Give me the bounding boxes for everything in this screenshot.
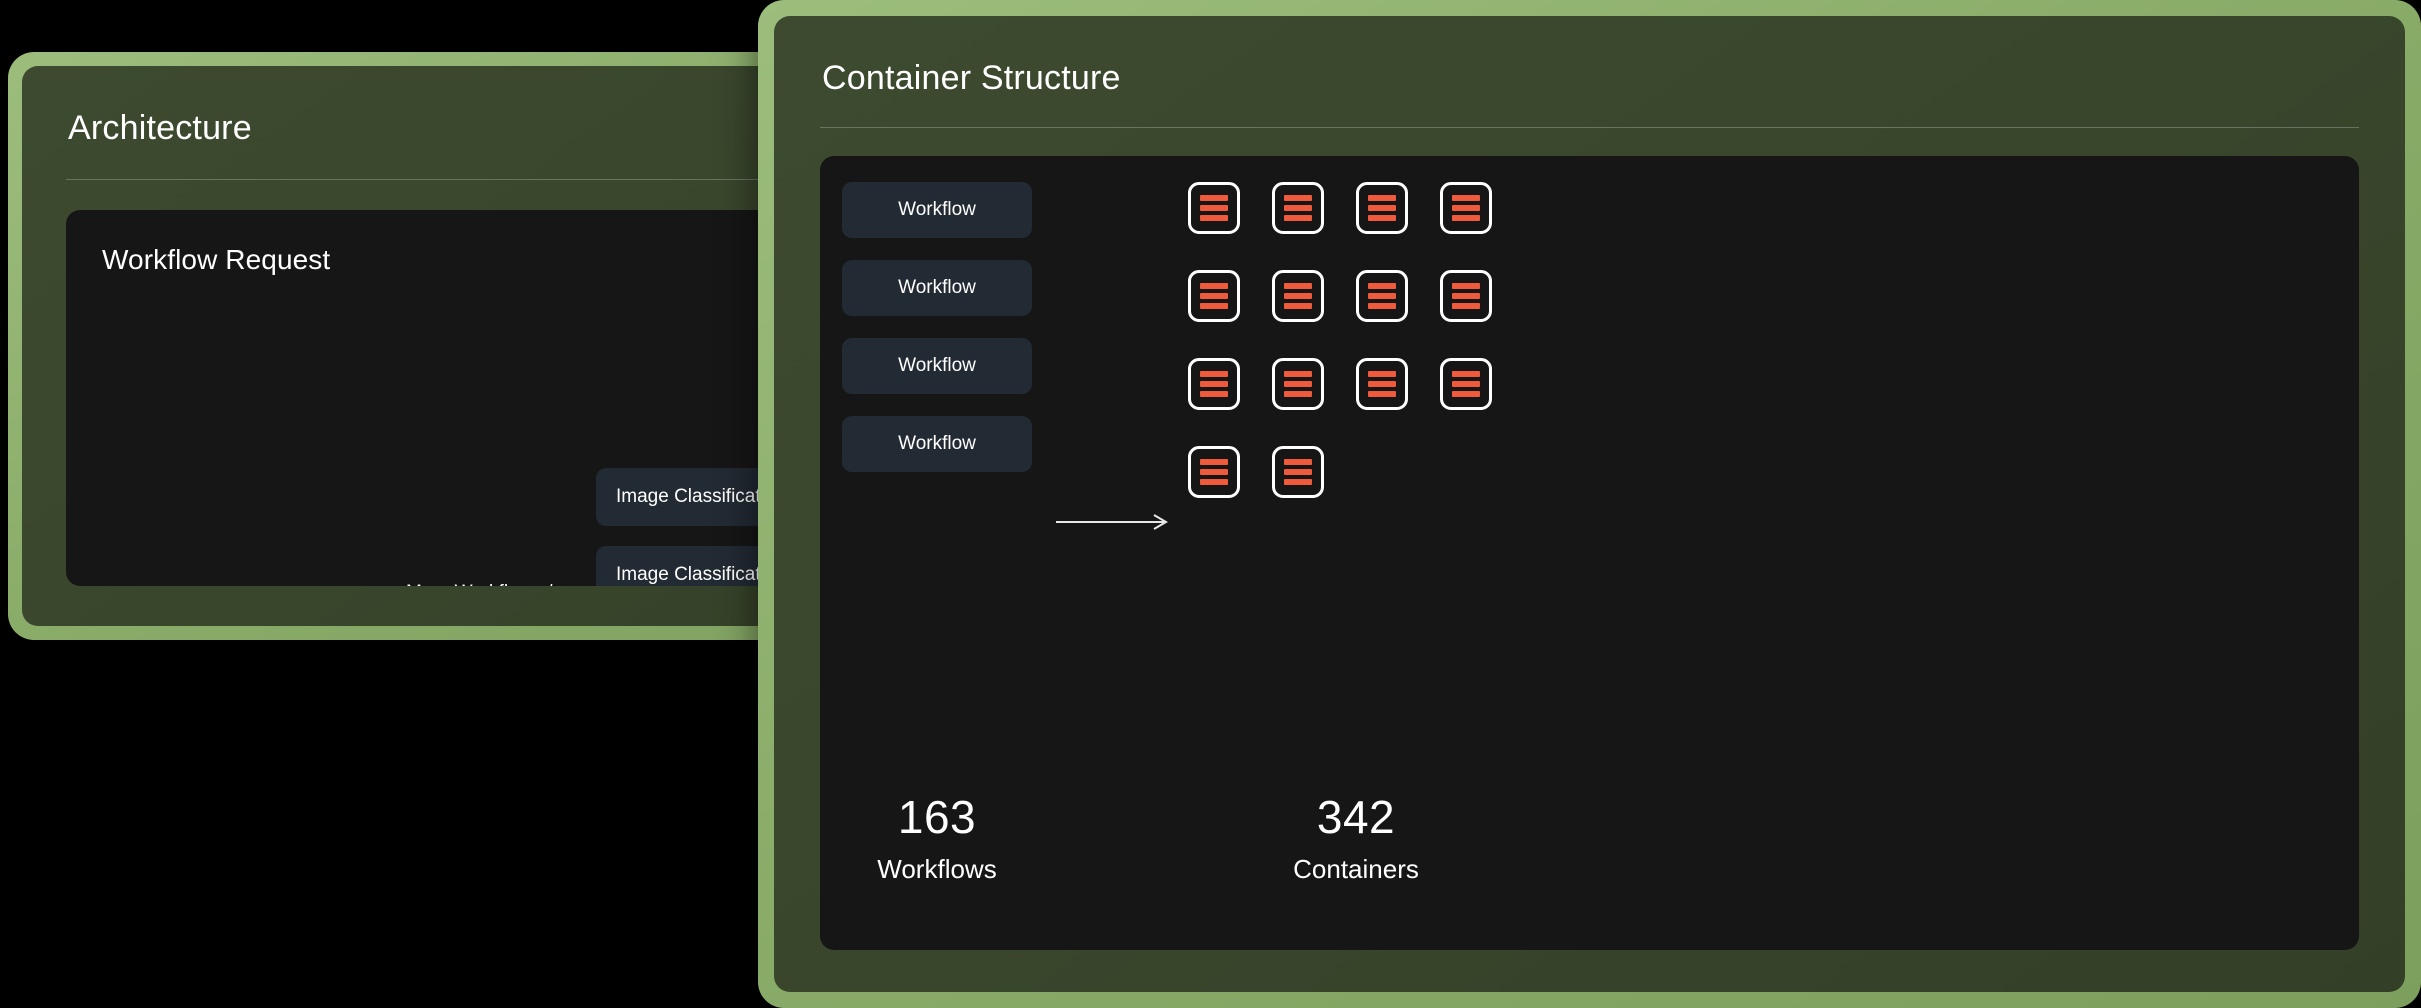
container-stack-icon[interactable] [1188,358,1240,411]
container-structure-stage: Workflow Workflow Workflow Workflow 163 [820,156,2359,950]
container-bar [1368,283,1396,290]
container-bar [1200,215,1228,222]
container-stack-icon[interactable] [1440,358,1492,411]
container-stack-icon[interactable] [1440,270,1492,323]
stat-workflows-label: Workflows [877,854,997,884]
chip-workflow[interactable]: Workflow [842,338,1032,395]
container-grid-cell [1440,182,1524,260]
container-grid-cell [1272,358,1356,436]
stat-workflows: 163 Workflows [842,794,1032,882]
container-bar [1284,205,1312,212]
container-grid-cell [1272,182,1356,260]
flow-note: More Workflows / More Throughput [406,580,586,586]
container-bar [1452,391,1480,398]
container-grid-cell [1188,358,1272,436]
container-bar [1452,303,1480,310]
container-grid-cell [1440,270,1524,348]
container-grid-cell [1272,446,1356,524]
container-bar [1200,479,1228,486]
container-bar [1284,459,1312,466]
container-grid-cell [1440,358,1524,436]
container-bar [1368,215,1396,222]
title-divider [820,127,2359,129]
container-bar [1368,293,1396,300]
chip-workflow[interactable]: Workflow [842,416,1032,473]
container-stack-icon[interactable] [1356,182,1408,235]
container-bar [1200,459,1228,466]
chip-workflow[interactable]: Workflow [842,182,1032,239]
container-stack-icon[interactable] [1188,270,1240,323]
container-bar [1284,371,1312,378]
container-bar [1452,195,1480,202]
flow-note-line-1: More Workflows / [406,580,586,586]
container-bar [1200,381,1228,388]
container-bar [1200,205,1228,212]
page-title: Architecture [68,109,252,147]
container-bar [1284,381,1312,388]
container-bar [1368,371,1396,378]
arrow-right-icon [1056,514,1168,531]
stat-containers-number: 342 [1316,791,1396,843]
container-grid-cell [1188,270,1272,348]
stats-row: 163 Workflows 342 Containers [820,784,2359,924]
title-divider [66,179,1182,181]
workflow-column: Workflow Workflow Workflow Workflow [842,182,1032,473]
container-bar [1284,479,1312,486]
container-bar [1452,215,1480,222]
container-grid-cell [1188,446,1272,524]
stat-containers-label: Containers [1293,854,1419,884]
container-grid-cell [1272,270,1356,348]
stat-containers: 342 Containers [1188,794,1524,882]
container-stack-icon[interactable] [1188,446,1240,499]
container-grid-cell [1188,182,1272,260]
container-bar [1200,293,1228,300]
container-stack-icon[interactable] [1272,358,1324,411]
container-bar [1452,293,1480,300]
container-bar [1452,283,1480,290]
container-bar [1200,371,1228,378]
container-bar [1452,205,1480,212]
container-bar [1452,381,1480,388]
container-bar [1368,381,1396,388]
container-bar [1284,469,1312,476]
container-structure-panel: Container Structure Workflow Workflow Wo… [774,16,2405,992]
container-stack-icon[interactable] [1272,270,1324,323]
container-grid-cell [1356,358,1440,436]
container-bar [1200,469,1228,476]
container-bar [1200,195,1228,202]
container-bar [1284,195,1312,202]
container-stack-icon[interactable] [1272,446,1324,499]
container-bar [1284,283,1312,290]
container-bar [1284,293,1312,300]
container-grid-cell [1356,270,1440,348]
page-title: Container Structure [822,59,1121,97]
container-bar [1200,391,1228,398]
container-stack-icon[interactable] [1188,182,1240,235]
container-bar [1200,283,1228,290]
container-grid-cell [1356,182,1440,260]
container-stack-icon[interactable] [1356,270,1408,323]
container-icon-grid [1188,182,1524,524]
section-heading-workflow-request: Workflow Request [102,244,331,276]
container-bar [1284,303,1312,310]
container-stack-icon[interactable] [1272,182,1324,235]
container-bar [1200,303,1228,310]
container-bar [1368,205,1396,212]
container-bar [1368,195,1396,202]
container-bar [1368,303,1396,310]
container-stack-icon[interactable] [1440,182,1492,235]
container-grid-cell [1440,446,1524,524]
stat-workflows-number: 163 [897,791,977,843]
container-bar [1368,391,1396,398]
container-stack-icon[interactable] [1356,358,1408,411]
container-bar [1452,371,1480,378]
chip-workflow[interactable]: Workflow [842,260,1032,317]
container-grid-cell [1356,446,1440,524]
container-bar [1284,215,1312,222]
container-structure-card: Container Structure Workflow Workflow Wo… [758,0,2421,1008]
container-bar [1284,391,1312,398]
